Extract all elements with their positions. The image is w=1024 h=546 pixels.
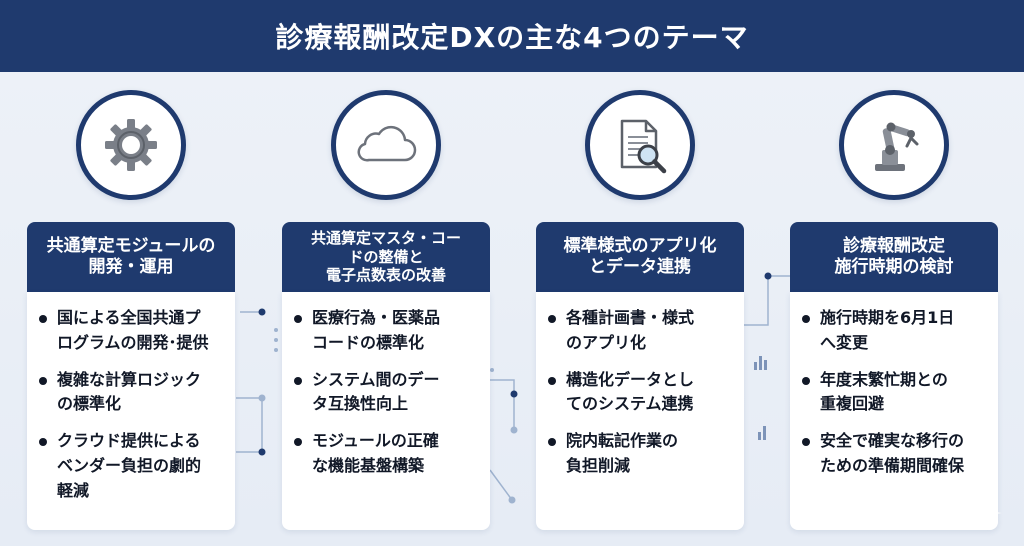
- title-line: 共通算定マスタ・コー: [310, 228, 461, 247]
- bullet-text: 複雑な計算ロジック: [57, 369, 202, 389]
- robot-arm-icon: [839, 90, 949, 200]
- bullet-text: 施行時期を6月1日: [820, 308, 955, 327]
- theme-column-3: 標準様式のアプリ化 とデータ連携 各種計画書・様式 のアプリ化 構造化データとし…: [536, 0, 744, 546]
- bullet-text: ログラムの開発･提供: [57, 332, 209, 352]
- bullet-dot: [39, 376, 47, 385]
- title-line: 診療報酬改定: [843, 235, 945, 256]
- list-item: システム間のデー タ互換性向上: [294, 368, 480, 418]
- document-search-icon: [585, 90, 695, 200]
- bullet-text: 安全で確実な移行の: [820, 431, 965, 451]
- bullet-text: へ変更: [820, 332, 869, 352]
- list-item: 国による全国共通プ ログラムの開発･提供: [39, 306, 225, 356]
- bullet-dot: [294, 376, 302, 385]
- bullet-text: ベンダー負担の劇的: [57, 455, 202, 475]
- list-item: 各種計画書・様式 のアプリ化: [548, 306, 734, 356]
- bullet-text: モジュールの正確: [312, 431, 439, 451]
- theme-body: 施行時期を6月1日 へ変更 年度末繁忙期との 重複回避 安全で確実な移行の ため…: [790, 292, 998, 530]
- bullet-dot: [39, 315, 47, 323]
- list-item: 複雑な計算ロジック の標準化: [39, 368, 225, 418]
- theme-body: 国による全国共通プ ログラムの開発･提供 複雑な計算ロジック の標準化 クラウド…: [27, 292, 235, 530]
- theme-title: 共通算定モジュールの 開発・運用: [27, 222, 235, 292]
- bullet-text: てのシステム連携: [566, 394, 694, 414]
- title-line: 施行時期の検討: [834, 257, 954, 277]
- bullet-dot: [548, 376, 556, 385]
- theme-title: 共通算定マスタ・コー ドの整備と 電子点数表の改善: [282, 222, 490, 292]
- bullet-text: のアプリ化: [566, 332, 647, 352]
- bullet-dot: [294, 315, 302, 323]
- title-line: ドの整備と: [348, 247, 424, 266]
- bullet-dot: [39, 438, 47, 447]
- bullet-text: 医療行為・医薬品: [312, 308, 441, 327]
- list-item: モジュールの正確 な機能基盤構築: [294, 429, 480, 479]
- bullet-dot: [802, 376, 810, 385]
- list-item: 構造化データとし てのシステム連携: [548, 368, 734, 418]
- bullet-dot: [548, 438, 556, 447]
- title-line: とデータ連携: [589, 257, 691, 277]
- list-item: クラウド提供による ベンダー負担の劇的 軽減: [39, 429, 225, 503]
- theme-body: 各種計画書・様式 のアプリ化 構造化データとし てのシステム連携 院内転記作業の…: [536, 292, 744, 530]
- bullet-text: 院内転記作業の: [566, 431, 679, 451]
- bullet-text: 国による全国共通プ: [57, 308, 201, 327]
- gear-icon: [76, 90, 186, 200]
- bullet-text: ための準備期間確保: [820, 455, 965, 475]
- bullet-dot: [548, 315, 556, 323]
- sparkle-icon: [976, 500, 1002, 526]
- theme-title: 診療報酬改定 施行時期の検討: [790, 222, 998, 292]
- title-line: 共通算定モジュールの: [46, 235, 216, 256]
- bullet-text: の標準化: [57, 394, 122, 414]
- list-item: 医療行為・医薬品 コードの標準化: [294, 306, 480, 356]
- bullet-text: 各種計画書・様式: [566, 308, 695, 327]
- bullet-text: システム間のデー: [312, 369, 440, 389]
- bullet-text: 重複回避: [820, 394, 885, 414]
- list-item: 年度末繁忙期との 重複回避: [802, 368, 988, 418]
- bullet-text: 構造化データとし: [566, 369, 695, 389]
- bullet-text: タ互換性向上: [312, 394, 409, 414]
- bullet-dot: [802, 438, 810, 447]
- title-line: 電子点数表の改善: [325, 266, 446, 285]
- theme-column-4: 診療報酬改定 施行時期の検討 施行時期を6月1日 へ変更 年度末繁忙期との 重複…: [790, 0, 998, 546]
- theme-body: 医療行為・医薬品 コードの標準化 システム間のデー タ互換性向上 モジュールの正…: [282, 292, 490, 530]
- bullet-dot: [802, 315, 810, 323]
- page-header: 診療報酬改定DXの主な4つのテーマ: [0, 0, 1024, 72]
- bullet-text: コードの標準化: [312, 332, 425, 352]
- theme-title: 標準様式のアプリ化 とデータ連携: [536, 222, 744, 292]
- title-line: 標準様式のアプリ化: [563, 235, 717, 256]
- cloud-icon: [331, 90, 441, 200]
- list-item: 院内転記作業の 負担削減: [548, 429, 734, 479]
- bullet-text: クラウド提供による: [57, 431, 201, 451]
- bullet-dot: [294, 438, 302, 447]
- bullet-text: 軽減: [57, 480, 90, 500]
- theme-column-1: 共通算定モジュールの 開発・運用 国による全国共通プ ログラムの開発･提供 複雑…: [27, 0, 235, 546]
- theme-column-2: 共通算定マスタ・コー ドの整備と 電子点数表の改善 医療行為・医薬品 コードの標…: [282, 0, 490, 546]
- bullet-text: 年度末繁忙期との: [820, 369, 948, 389]
- title-line: 開発・運用: [88, 257, 174, 277]
- bullet-text: 負担削減: [566, 455, 631, 475]
- page-title: 診療報酬改定DXの主な4つのテーマ: [275, 21, 749, 54]
- list-item: 安全で確実な移行の ための準備期間確保: [802, 429, 988, 479]
- list-item: 施行時期を6月1日 へ変更: [802, 306, 988, 356]
- bullet-text: な機能基盤構築: [312, 455, 425, 475]
